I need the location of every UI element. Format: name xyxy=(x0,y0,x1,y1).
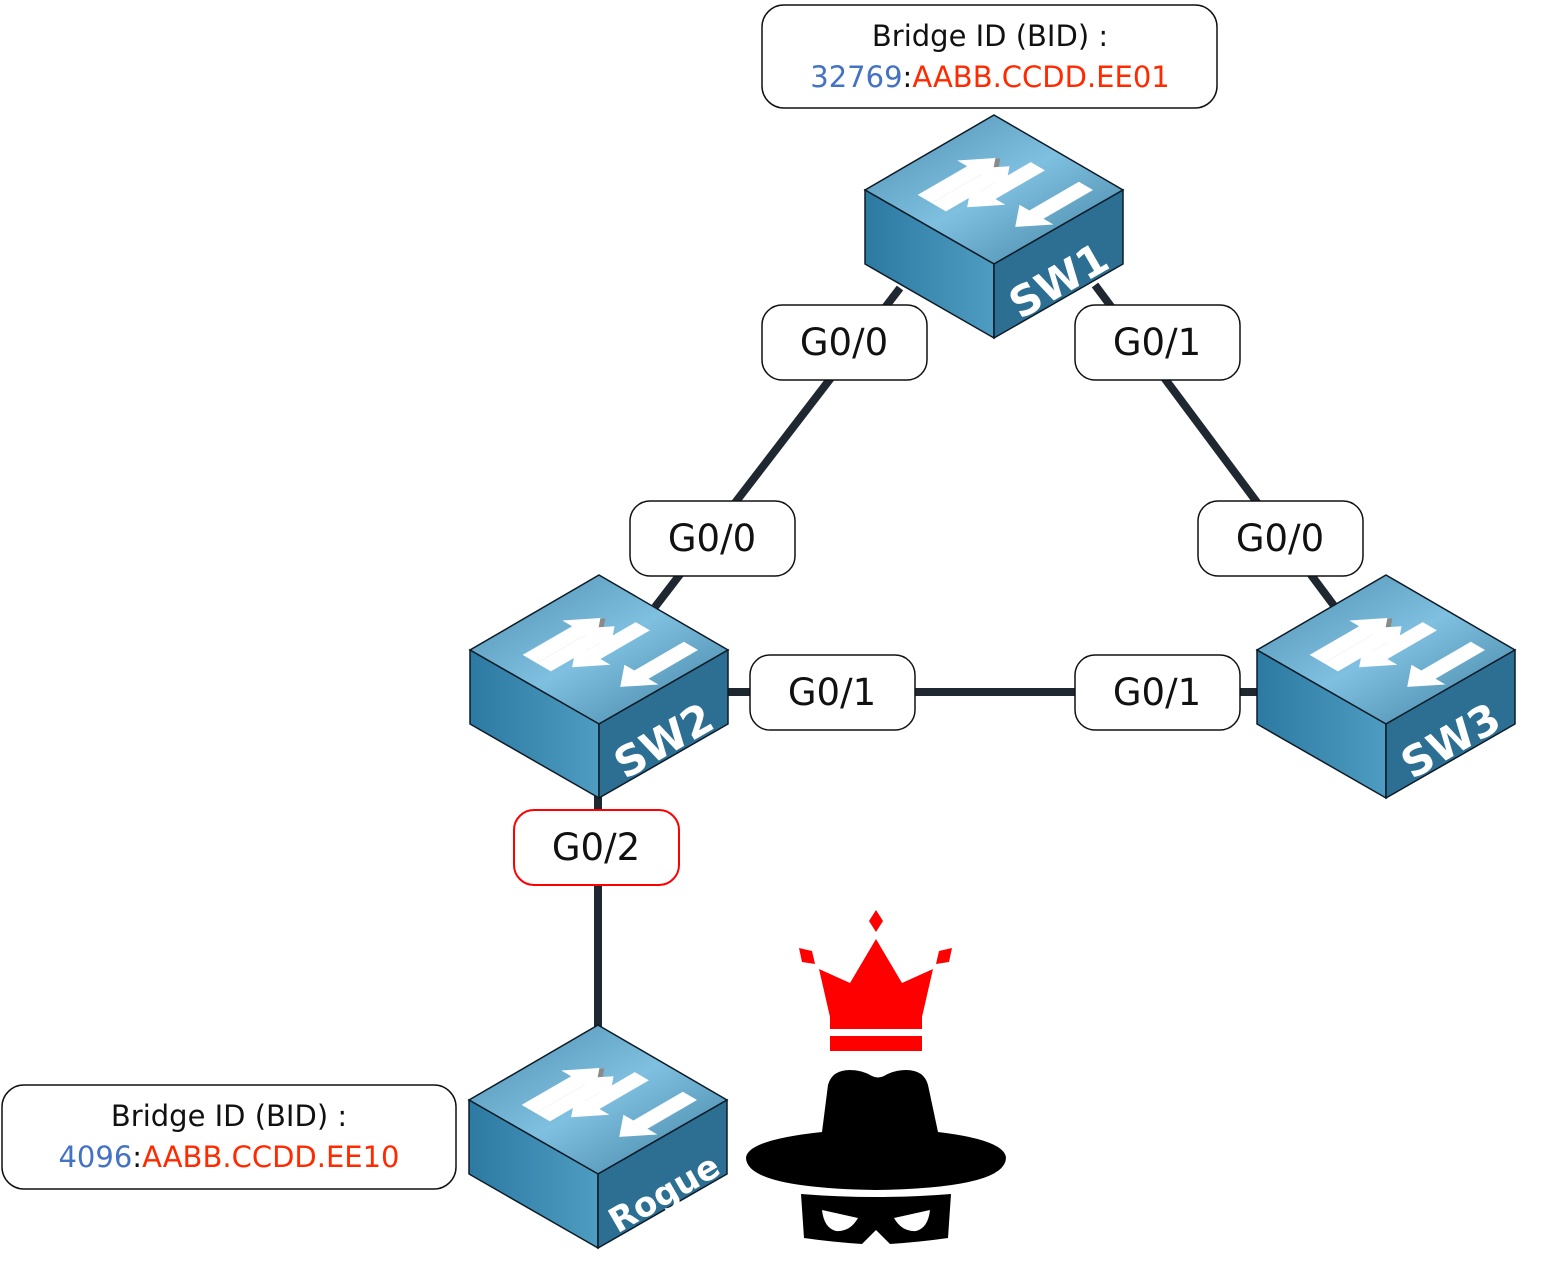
bid-title: Bridge ID (BID) : xyxy=(872,19,1108,53)
switch-right-face xyxy=(993,188,1124,340)
switch-sw3: SW3 xyxy=(1255,574,1517,800)
bid-priority: 32769 xyxy=(810,60,902,94)
port-label-sw3-g01: G0/1 xyxy=(1074,654,1241,731)
svg-text:G0/2: G0/2 xyxy=(552,826,640,869)
svg-text:G0/1: G0/1 xyxy=(1113,671,1201,714)
port-label-sw2-g01: G0/1 xyxy=(749,654,916,731)
rogue-bridge-id-box: Bridge ID (BID) : 4096:AABB.CCDD.EE10 xyxy=(1,1084,457,1190)
svg-text:G0/0: G0/0 xyxy=(668,517,756,560)
switch-rogue: Rogue xyxy=(467,1024,729,1250)
switch-sw2: SW2 xyxy=(468,574,730,800)
port-label-sw2-g02: G0/2 xyxy=(513,809,680,886)
switch-arrows-icon xyxy=(521,1068,697,1137)
mask-icon xyxy=(801,1194,951,1244)
switch-arrows-icon xyxy=(522,618,698,687)
switch-right-face xyxy=(1385,648,1516,800)
bid-title: Bridge ID (BID) : xyxy=(111,1099,347,1133)
svg-text:G0/0: G0/0 xyxy=(800,321,888,364)
bid-mac: AABB.CCDD.EE01 xyxy=(912,60,1169,94)
port-label-sw3-g00: G0/0 xyxy=(1197,500,1364,577)
sw1-bridge-id-box: Bridge ID (BID) : 32769:AABB.CCDD.EE01 xyxy=(761,4,1218,109)
bid-mac: AABB.CCDD.EE10 xyxy=(142,1140,399,1174)
crown-icon xyxy=(799,910,952,1051)
svg-text:G0/0: G0/0 xyxy=(1236,517,1324,560)
svg-text:G0/1: G0/1 xyxy=(788,671,876,714)
switch-right-face xyxy=(597,1098,728,1250)
bid-value: 4096:AABB.CCDD.EE10 xyxy=(58,1140,399,1174)
port-label-sw2-g00: G0/0 xyxy=(629,500,796,577)
switch-arrows-icon xyxy=(1309,618,1485,687)
svg-text:G0/1: G0/1 xyxy=(1113,321,1201,364)
switch-sw1: SW1 xyxy=(863,114,1125,340)
bid-value: 32769:AABB.CCDD.EE01 xyxy=(810,60,1169,94)
switch-arrows-icon xyxy=(917,158,1093,227)
port-label-sw1-g01: G0/1 xyxy=(1074,304,1241,381)
hacker-with-crown-icon xyxy=(746,910,1006,1244)
switch-right-face xyxy=(598,648,729,800)
hat-icon xyxy=(746,1070,1006,1190)
port-label-sw1-g00: G0/0 xyxy=(761,304,928,381)
bid-priority: 4096 xyxy=(58,1140,132,1174)
